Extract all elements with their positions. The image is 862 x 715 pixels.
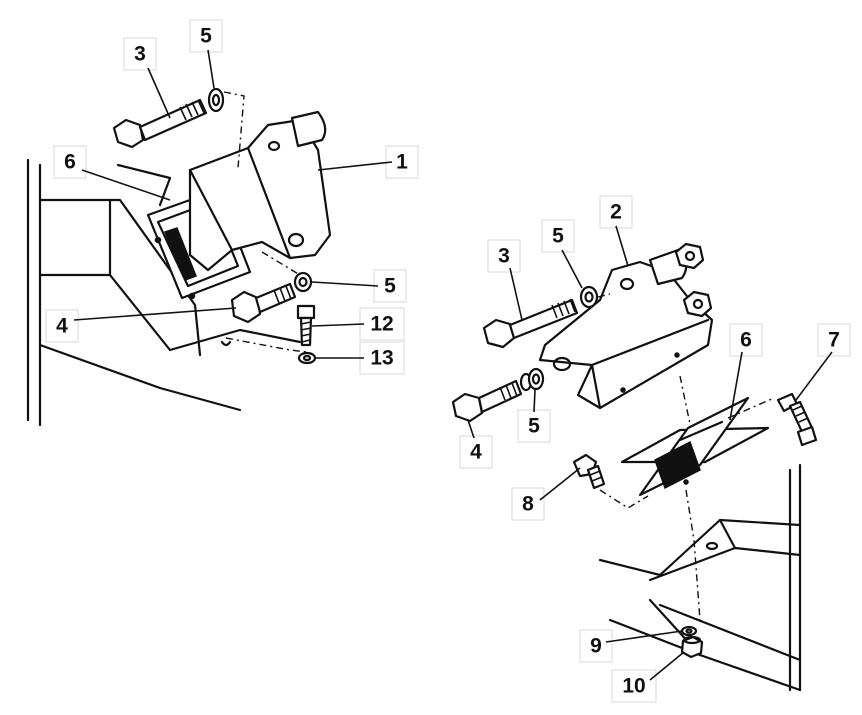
left-screw: [296, 304, 316, 347]
left-centerline-top: [223, 91, 245, 169]
left-mount-assembly: [26, 87, 332, 427]
right-mount-assembly: [451, 242, 818, 692]
left-frame-rail: [26, 158, 302, 427]
callout-left-bolt-long: 3: [123, 37, 171, 119]
right-centerline-vertical: [679, 375, 701, 621]
right-bolt-short: [451, 379, 523, 423]
left-engine-bracket: [188, 110, 332, 272]
callout-right-washer-top: 5: [541, 219, 583, 289]
right-bracket-nut-side: [682, 290, 713, 318]
right-frame-rail: [598, 463, 802, 692]
svg-text:7: 7: [828, 329, 840, 352]
right-centerline-washer: [597, 293, 611, 298]
svg-text:10: 10: [622, 675, 645, 698]
right-centerline-low: [599, 489, 649, 509]
callout-left-screw: 12: [311, 307, 405, 341]
callout-right-insulator: 6: [729, 323, 763, 421]
left-centerline-mid: [261, 251, 301, 276]
svg-text:4: 4: [56, 315, 68, 338]
svg-text:2: 2: [610, 201, 622, 224]
svg-text:3: 3: [134, 43, 146, 66]
right-engine-bracket: [538, 248, 714, 410]
right-screw-low: [572, 453, 606, 490]
right-washer-top: [579, 285, 599, 309]
left-bolt-long: [112, 98, 208, 149]
callout-right-bracket: 2: [599, 195, 633, 267]
right-lockwasher: [680, 625, 698, 637]
svg-text:6: 6: [740, 329, 752, 352]
svg-text:8: 8: [522, 493, 534, 516]
callout-right-lockwasher: 9: [579, 629, 683, 663]
svg-text:5: 5: [552, 225, 564, 248]
svg-text:5: 5: [384, 275, 396, 298]
svg-text:13: 13: [370, 347, 393, 370]
svg-text:5: 5: [200, 25, 212, 48]
left-washer-top: [207, 87, 225, 113]
svg-text:3: 3: [498, 245, 510, 268]
left-frame-hole: [220, 340, 232, 347]
svg-text:9: 9: [590, 635, 602, 658]
callout-right-bolt-long: 3: [487, 239, 523, 321]
left-centerline-bottom: [225, 337, 308, 353]
right-bracket-nut-top: [674, 242, 705, 270]
right-insulator: [620, 396, 770, 497]
right-bolt-long: [482, 298, 579, 349]
callout-left-bolt-short: 4: [45, 307, 237, 343]
callout-left-washer-top: 5: [189, 19, 223, 89]
left-lockwasher: [297, 351, 317, 365]
right-nut: [680, 635, 704, 659]
left-washer-mid: [293, 271, 313, 293]
callout-right-nut: 10: [611, 651, 685, 703]
callout-left-insulator: 6: [53, 145, 171, 201]
right-screw-side: [776, 392, 818, 447]
callout-right-screw-side: 7: [795, 323, 851, 401]
svg-text:12: 12: [370, 313, 393, 336]
svg-text:5: 5: [528, 415, 540, 438]
right-washer-low: [527, 367, 545, 391]
callout-right-bolt-short: 4: [459, 419, 493, 469]
callout-left-washer-mid: 5: [311, 269, 407, 303]
callout-left-lockwasher: 13: [315, 341, 405, 375]
svg-text:4: 4: [470, 441, 482, 464]
left-bolt-short: [230, 282, 297, 324]
svg-text:1: 1: [396, 151, 408, 174]
callout-right-washer-low: 5: [517, 389, 551, 443]
svg-text:6: 6: [64, 151, 76, 174]
callout-left-bracket: 1: [317, 145, 419, 179]
callout-right-screw-low: 8: [511, 467, 581, 521]
